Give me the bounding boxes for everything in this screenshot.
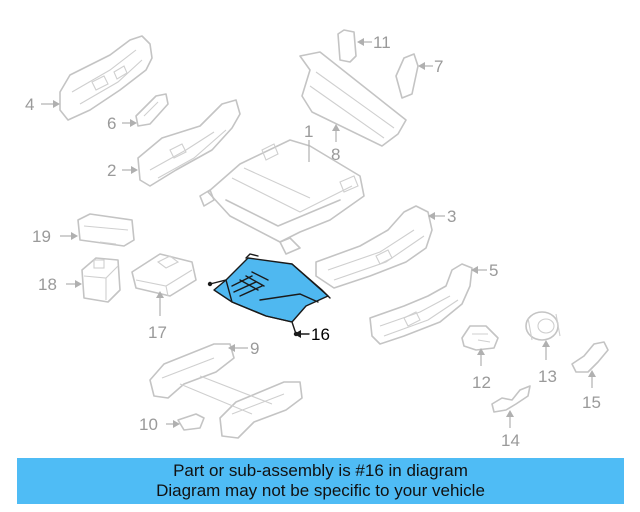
callout-16: 16 xyxy=(311,325,330,344)
callout-10: 10 xyxy=(139,415,158,434)
part-10-bracket xyxy=(177,413,205,431)
callout-14: 14 xyxy=(501,431,520,450)
part-6-bracket xyxy=(135,93,169,127)
part-3-side-panel xyxy=(315,205,433,289)
callout-9: 9 xyxy=(250,339,259,358)
part-5-side-panel xyxy=(369,263,473,345)
part-1-seat-frame xyxy=(199,139,365,255)
part-16-seat-pan-highlighted xyxy=(207,253,331,337)
part-8-back-board xyxy=(299,51,407,147)
callout-19: 19 xyxy=(32,227,51,246)
part-14-strap xyxy=(491,385,531,413)
callout-7: 7 xyxy=(434,57,443,76)
parts-diagram: 4 6 2 11 7 8 1 xyxy=(25,29,609,450)
callout-3: 3 xyxy=(447,207,456,226)
part-2-side-shield xyxy=(137,99,241,187)
info-banner: Part or sub-assembly is #16 in diagram D… xyxy=(17,458,624,504)
part-19-module xyxy=(77,213,135,247)
callout-11: 11 xyxy=(373,33,391,52)
callout-12: 12 xyxy=(472,373,491,392)
callout-15: 15 xyxy=(582,393,601,412)
part-15-clip xyxy=(571,341,609,373)
callout-2: 2 xyxy=(107,161,116,180)
callout-4: 4 xyxy=(25,95,34,114)
part-12-clip xyxy=(461,325,499,351)
callout-13: 13 xyxy=(538,367,557,386)
callout-6: 6 xyxy=(107,114,116,133)
callout-5: 5 xyxy=(489,261,498,280)
part-4-side-shield xyxy=(59,35,153,121)
part-11-clip xyxy=(337,29,357,63)
callout-8: 8 xyxy=(331,145,340,164)
banner-line-1: Part or sub-assembly is #16 in diagram xyxy=(173,461,468,480)
callout-1: 1 xyxy=(304,122,313,141)
part-18-connector xyxy=(81,257,121,303)
callout-17: 17 xyxy=(148,323,167,342)
banner-line-2: Diagram may not be specific to your vehi… xyxy=(156,481,485,500)
part-9-lower-rails xyxy=(149,343,303,439)
part-7-cover xyxy=(395,53,419,99)
callout-18: 18 xyxy=(38,275,57,294)
part-13-bushing xyxy=(525,311,561,341)
part-17-control-module xyxy=(131,253,197,297)
